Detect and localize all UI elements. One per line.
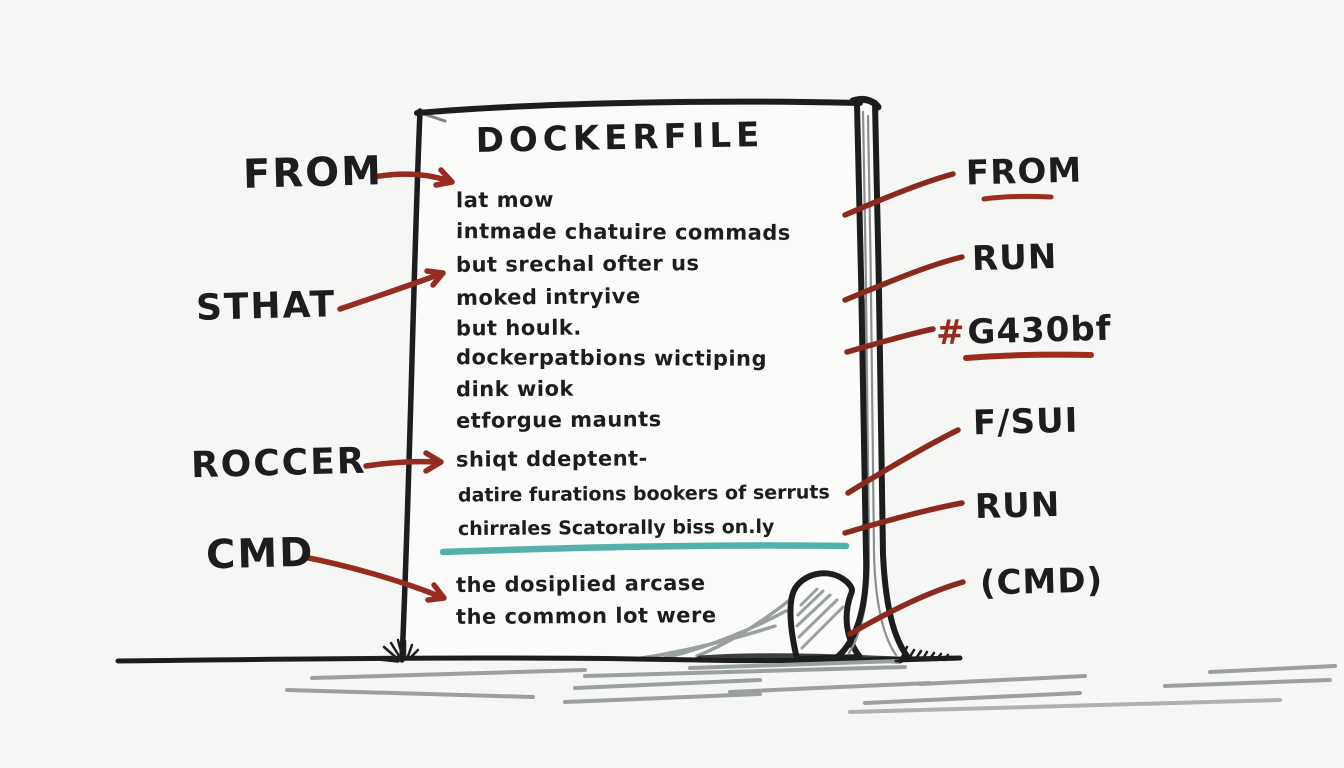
teal-underline — [439, 542, 850, 556]
connector-fsui — [845, 427, 961, 496]
paper-title: DOCKERFILE — [475, 114, 765, 162]
left-label-roccer: ROCCER — [190, 440, 367, 487]
paper-text-line: etforgue maunts — [455, 407, 662, 433]
left-label-sthat: STHAT — [195, 284, 337, 329]
underlines — [439, 193, 1094, 556]
paper-text-line: but srechal ofter us — [455, 251, 700, 277]
paper-text-line: the dosiplied arcase — [455, 570, 706, 598]
left-label-from: FROM — [242, 148, 384, 198]
g430bf-underline — [963, 351, 1094, 361]
arrow-from — [371, 171, 452, 184]
left-arrows — [301, 167, 455, 603]
paper-text-line: dink wiok — [455, 376, 575, 402]
connector-from — [842, 171, 956, 218]
ground-line — [115, 653, 963, 664]
right-label-run-1: RUN — [971, 236, 1058, 280]
right-label-from: FROM — [965, 150, 1083, 194]
arrow-cmd-head — [425, 582, 447, 603]
right-label-run-2: RUN — [974, 484, 1061, 528]
arrow-sthat — [337, 271, 443, 312]
page-curl — [787, 570, 863, 662]
curl-shadow-strokes — [634, 597, 793, 661]
arrow-from-head — [433, 167, 455, 188]
hash-prefix: # — [935, 312, 967, 354]
right-label-fsui: F/SUI — [972, 400, 1079, 444]
paper-text-line: moked intryive — [455, 284, 641, 310]
from-right-underline — [981, 193, 1054, 202]
ground-hatching — [285, 659, 1337, 714]
connector-run-1 — [842, 254, 965, 303]
paper-text-line-underlined: chirrales Scatorally biss on.ly — [457, 515, 775, 541]
left-label-cmd: CMD — [205, 529, 315, 579]
connector-run-2 — [842, 500, 965, 536]
paper-sheet — [402, 101, 908, 661]
g430bf-text: G430bf — [966, 308, 1113, 353]
paper-text-line: lat mow — [455, 187, 555, 213]
grass-tuft-left — [366, 638, 420, 663]
arrow-roccer-head — [423, 450, 444, 474]
grass-tuft-right — [894, 645, 960, 663]
connector-cmd — [847, 579, 966, 637]
connector-g430bf — [844, 326, 936, 355]
right-label-cmd: (CMD) — [979, 560, 1104, 604]
paper-text-line: dockerpatbions wictiping — [455, 345, 768, 371]
arrow-sthat-head — [424, 268, 446, 288]
paper-text-line: shiqt ddeptent- — [455, 446, 648, 472]
right-label-g430bf: #G430bf — [936, 309, 1113, 354]
paper-text-line: datire furations bookers of serruts — [457, 481, 830, 507]
arrow-roccer — [363, 458, 441, 469]
paper-text-line: the common lot were — [455, 603, 717, 629]
paper-text-line: intmade chatuire commads — [455, 219, 791, 245]
paper-text-line: but houlk. — [455, 315, 582, 341]
arrow-cmd — [301, 554, 444, 600]
right-connectors — [842, 171, 966, 637]
